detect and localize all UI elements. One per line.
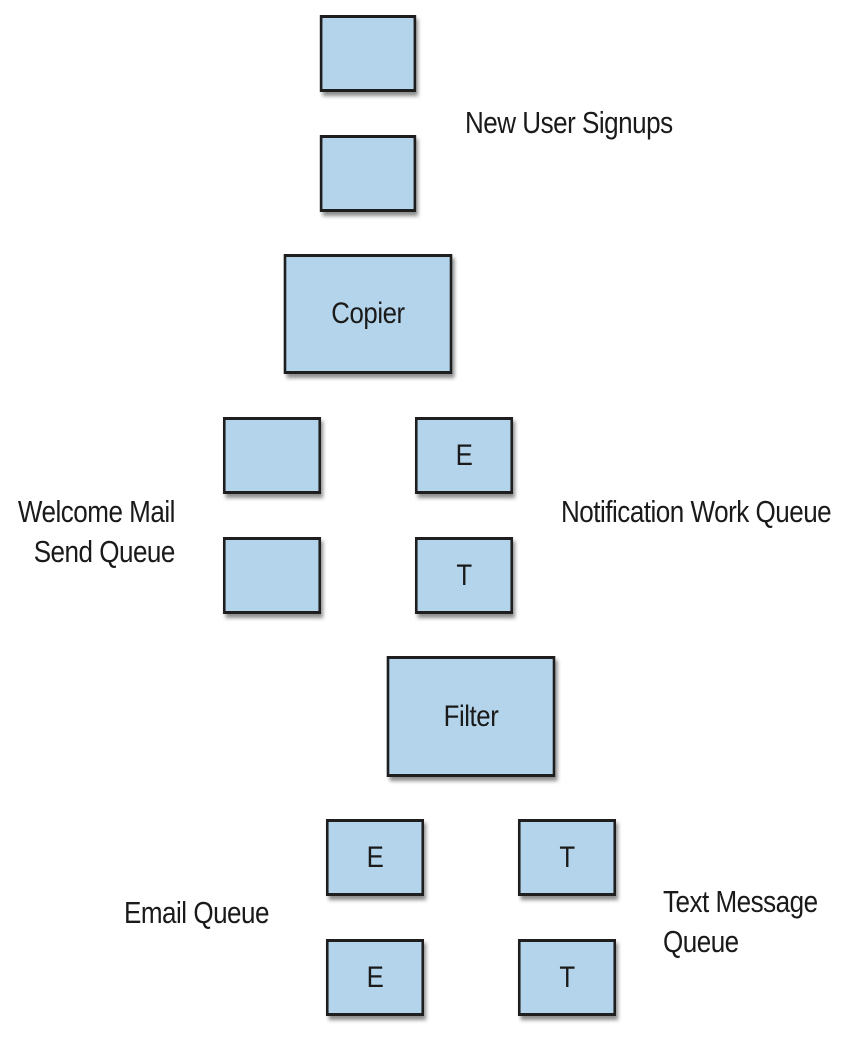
notification-work-queue-text: Notification Work Queue <box>561 494 832 529</box>
signup-queue-message-2 <box>319 135 417 212</box>
signup-queue-message-1 <box>319 15 417 92</box>
text-queue-message-2: T <box>517 939 617 1016</box>
email-queue-message-2: E <box>325 939 425 1016</box>
welcome-mail-caption: Welcome Mail Send Queue <box>18 492 175 572</box>
email-queue-message-1-label: E <box>366 840 384 874</box>
filter-label: Filter <box>443 699 499 733</box>
new-user-signups-caption: New User Signups <box>465 103 673 143</box>
notification-queue-message-t: T <box>414 537 514 614</box>
text-message-queue-caption: Text Message Queue <box>663 882 818 962</box>
notification-work-queue-caption: Notification Work Queue <box>561 492 832 532</box>
copier-label: Copier <box>331 297 405 330</box>
filter-node: Filter <box>386 656 556 777</box>
copier-node: Copier <box>283 254 453 374</box>
email-queue-message-2-label: E <box>366 960 384 994</box>
email-queue-caption: Email Queue <box>124 893 269 933</box>
text-message-line1: Text Message <box>663 884 818 919</box>
text-queue-message-2-label: T <box>559 960 575 994</box>
welcome-queue-message-2 <box>222 537 322 614</box>
welcome-queue-message-1 <box>222 417 322 494</box>
email-queue-text: Email Queue <box>124 895 269 930</box>
text-queue-message-1-label: T <box>559 840 575 874</box>
notification-queue-message-e-label: E <box>455 438 473 472</box>
notification-queue-message-t-label: T <box>456 558 472 592</box>
welcome-mail-line1: Welcome Mail <box>18 494 175 529</box>
welcome-mail-line2: Send Queue <box>33 534 176 569</box>
notification-queue-message-e: E <box>414 417 514 494</box>
text-queue-message-1: T <box>517 819 617 896</box>
email-queue-message-1: E <box>325 819 425 896</box>
text-message-line2: Queue <box>663 924 739 959</box>
new-user-signups-text: New User Signups <box>465 105 673 140</box>
